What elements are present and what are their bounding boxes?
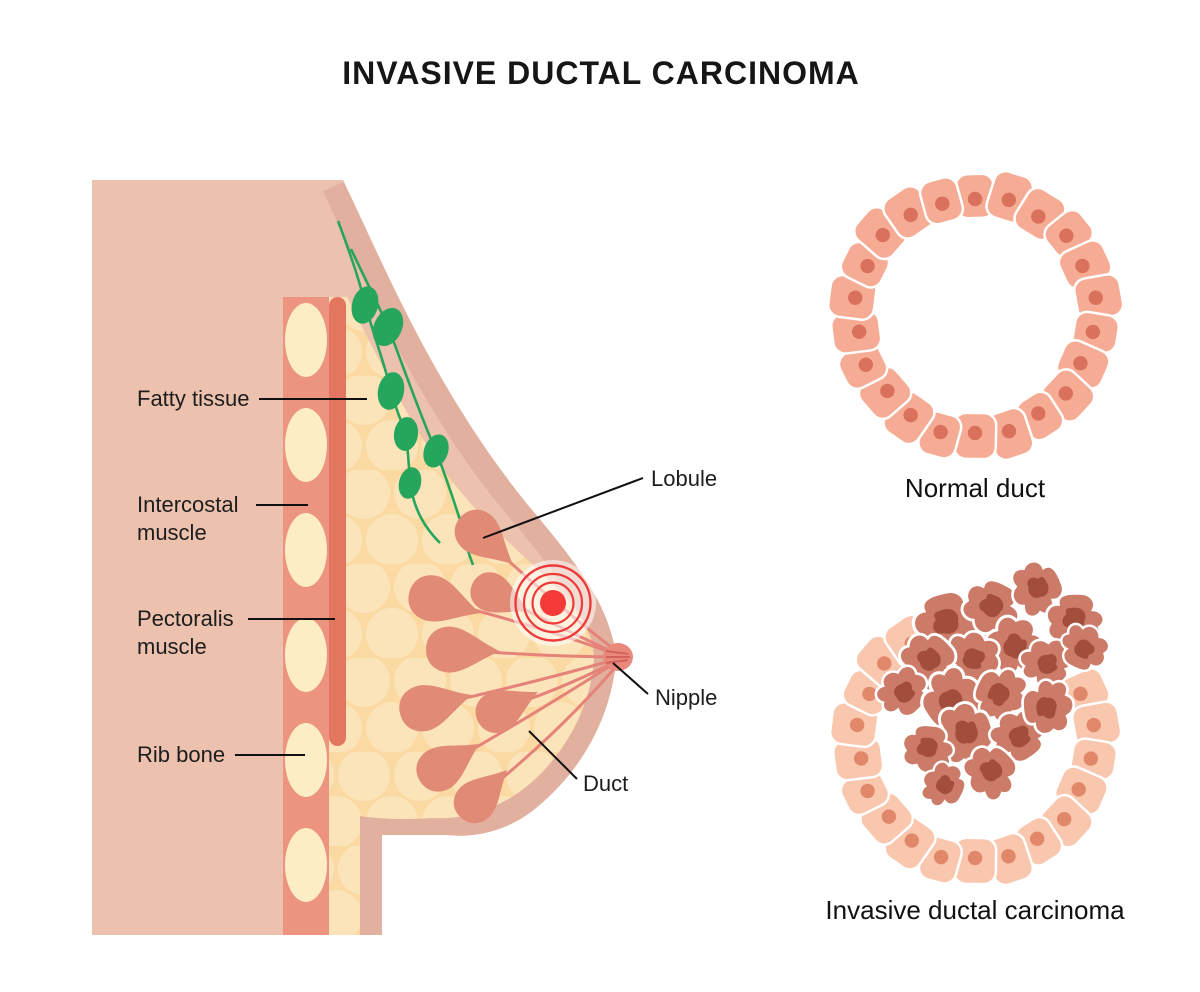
tumor-core	[540, 590, 566, 616]
lobule-line	[482, 477, 644, 539]
breast-cross-section	[92, 180, 633, 935]
rib-bones	[285, 303, 327, 902]
caption-invasive-duct: Invasive ductal carcinoma	[825, 895, 1125, 925]
duct-cell	[918, 176, 965, 226]
caption-normal-duct: Normal duct	[905, 473, 1046, 503]
label-pectoralis-muscle: Pectoralis	[137, 606, 234, 631]
lymph-nodes	[336, 220, 475, 566]
label-lobule: Lobule	[651, 466, 717, 491]
nipple-bump	[603, 643, 633, 671]
duct-cell	[952, 836, 998, 886]
tumor-marker	[510, 560, 596, 646]
skin-band	[322, 180, 617, 935]
duct-cell	[830, 309, 883, 355]
duct-cell	[1073, 273, 1125, 322]
duct-cell	[837, 342, 889, 391]
duct-cell	[832, 736, 885, 782]
label-fatty-tissue: Fatty tissue	[137, 386, 249, 411]
label-pectoralis-muscle-2: muscle	[137, 634, 207, 659]
duct-line	[528, 730, 578, 780]
label-duct: Duct	[583, 771, 628, 796]
label-rib-bone: Rib bone	[137, 742, 225, 767]
pectoralis-muscle	[329, 297, 346, 746]
label-intercostal-muscle-2: muscle	[137, 520, 207, 545]
leader-lines	[235, 398, 649, 780]
label-intercostal-muscle: Intercostal	[137, 492, 239, 517]
normal-duct-diagram	[827, 169, 1125, 462]
label-nipple: Nipple	[655, 685, 717, 710]
duct-cell	[952, 411, 998, 461]
nipple-line	[612, 662, 649, 695]
page-title: INVASIVE DUCTAL CARCINOMA	[342, 55, 859, 91]
